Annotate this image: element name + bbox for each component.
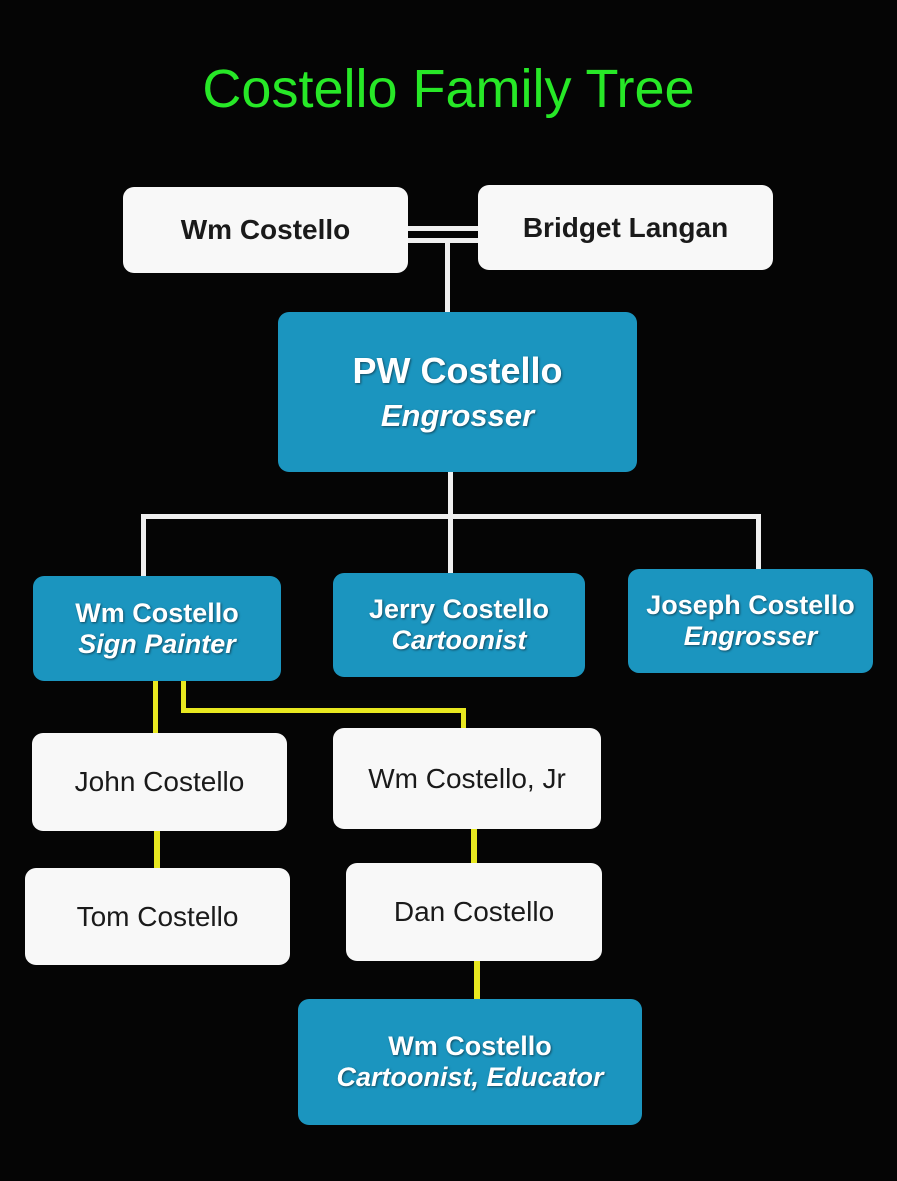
node-john-costello[interactable]: John Costello [32,733,287,831]
node-name: Wm Costello, Jr [368,762,566,794]
node-jerry-costello[interactable]: Jerry Costello Cartoonist [333,573,585,677]
connector-dan-wm [474,960,480,1000]
node-bridget-langan[interactable]: Bridget Langan [478,185,773,270]
node-wm-costello-sign-painter[interactable]: Wm Costello Sign Painter [33,576,281,681]
node-name: Bridget Langan [522,211,729,243]
connector-wmjr-dan [471,828,477,864]
node-pw-costello[interactable]: PW Costello Engrosser [278,312,637,472]
node-dan-costello[interactable]: Dan Costello [346,863,602,961]
node-name: John Costello [74,766,245,797]
connector-parents-pw [445,241,450,313]
node-name: Dan Costello [393,896,555,927]
node-name: Jerry Costello [368,594,550,624]
node-role: Sign Painter [78,628,236,659]
connector-john-tom [154,830,160,869]
node-name: Wm Costello [75,597,239,628]
connector-to-wm-sign [141,514,146,577]
node-name: Tom Costello [76,900,239,932]
node-wm-costello-jr[interactable]: Wm Costello, Jr [333,728,601,829]
node-name: Joseph Costello [646,590,855,620]
connector-to-joseph [756,514,761,570]
connector-to-wmjr-a [181,680,186,713]
connector-to-john [153,680,158,734]
node-role: Cartoonist, Educator [336,1062,604,1092]
node-wm-costello-cartoonist-educator[interactable]: Wm Costello Cartoonist, Educator [298,999,642,1125]
diagram-title: Costello Family Tree [202,59,695,119]
connector-to-jerry [448,514,453,574]
node-role: Engrosser [683,621,818,651]
marriage-line-top [408,226,478,231]
connector-to-wmjr-b [181,708,466,713]
marriage-line-bottom [408,238,478,243]
node-name: Wm Costello [388,1031,552,1061]
node-tom-costello[interactable]: Tom Costello [25,868,290,965]
connector-pw-down [448,472,453,518]
node-joseph-costello[interactable]: Joseph Costello Engrosser [628,569,873,673]
connector-to-wmjr-c [461,708,466,729]
node-role: Cartoonist [391,625,527,655]
node-name: PW Costello [352,350,563,391]
node-wm-costello-sr[interactable]: Wm Costello [123,187,408,273]
node-role: Engrosser [380,398,535,433]
node-name: Wm Costello [180,214,351,245]
